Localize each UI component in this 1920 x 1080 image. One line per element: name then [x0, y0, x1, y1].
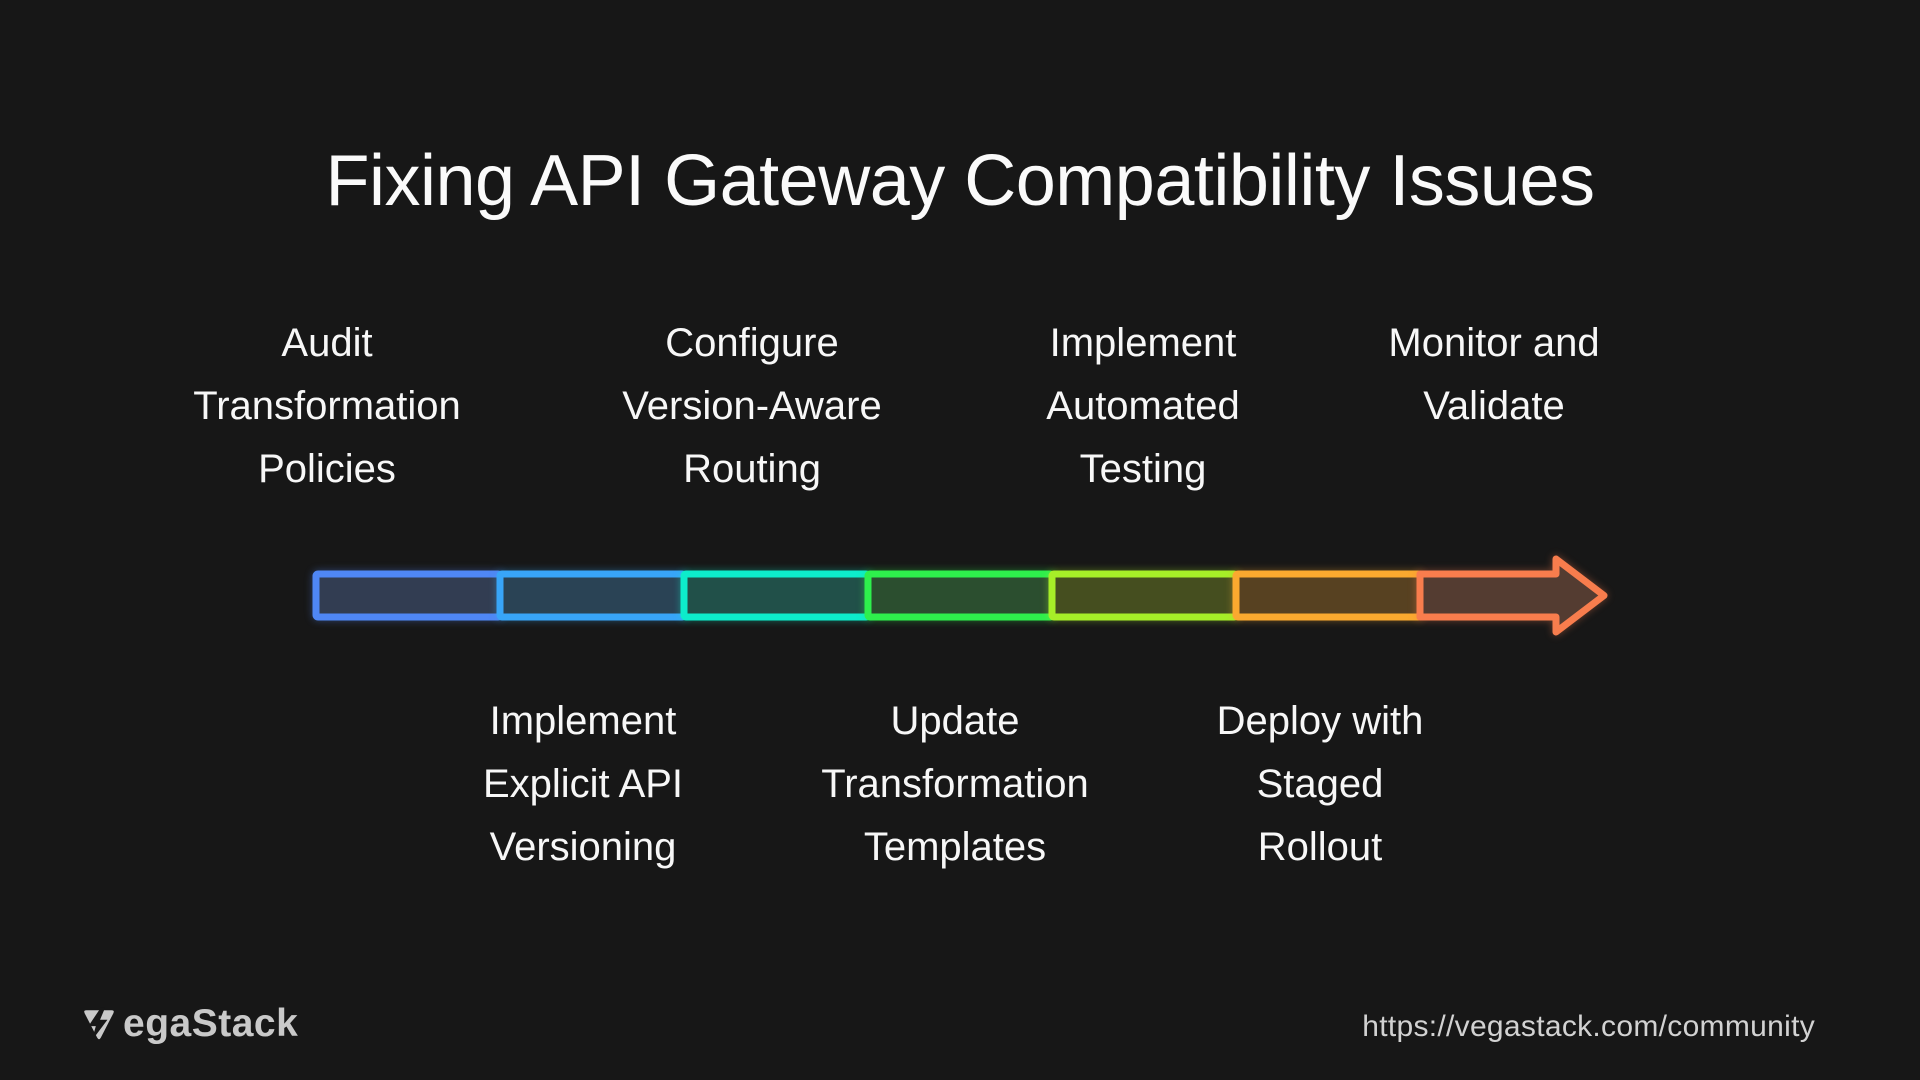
arrow-segment [496, 570, 688, 621]
page-title: Fixing API Gateway Compatibility Issues [325, 141, 1595, 221]
arrow-segment [864, 570, 1056, 621]
arrow-segment [1416, 555, 1608, 636]
brand-logo-text: egaStack [123, 1002, 299, 1045]
vegastack-bolt-icon [84, 1007, 114, 1041]
step-label: Monitor and Validate [1388, 321, 1600, 428]
step-label: Implement Automated Testing [1046, 321, 1240, 491]
arrow-segment [1048, 570, 1240, 621]
brand-logo: egaStack [80, 1002, 298, 1046]
step-label: Deploy with Staged Rollout [1216, 699, 1424, 869]
arrow-segment [680, 570, 872, 621]
arrow-segment [1232, 570, 1424, 621]
step-label: Configure Version-Aware Routing [622, 321, 882, 491]
arrow-segment [312, 570, 504, 621]
step-label: Implement Explicit API Versioning [482, 699, 684, 869]
step-label: Audit Transformation Policies [193, 321, 461, 491]
community-url: https://vegastack.com/community [1362, 1010, 1815, 1043]
step-label: Update Transformation Templates [821, 699, 1089, 869]
